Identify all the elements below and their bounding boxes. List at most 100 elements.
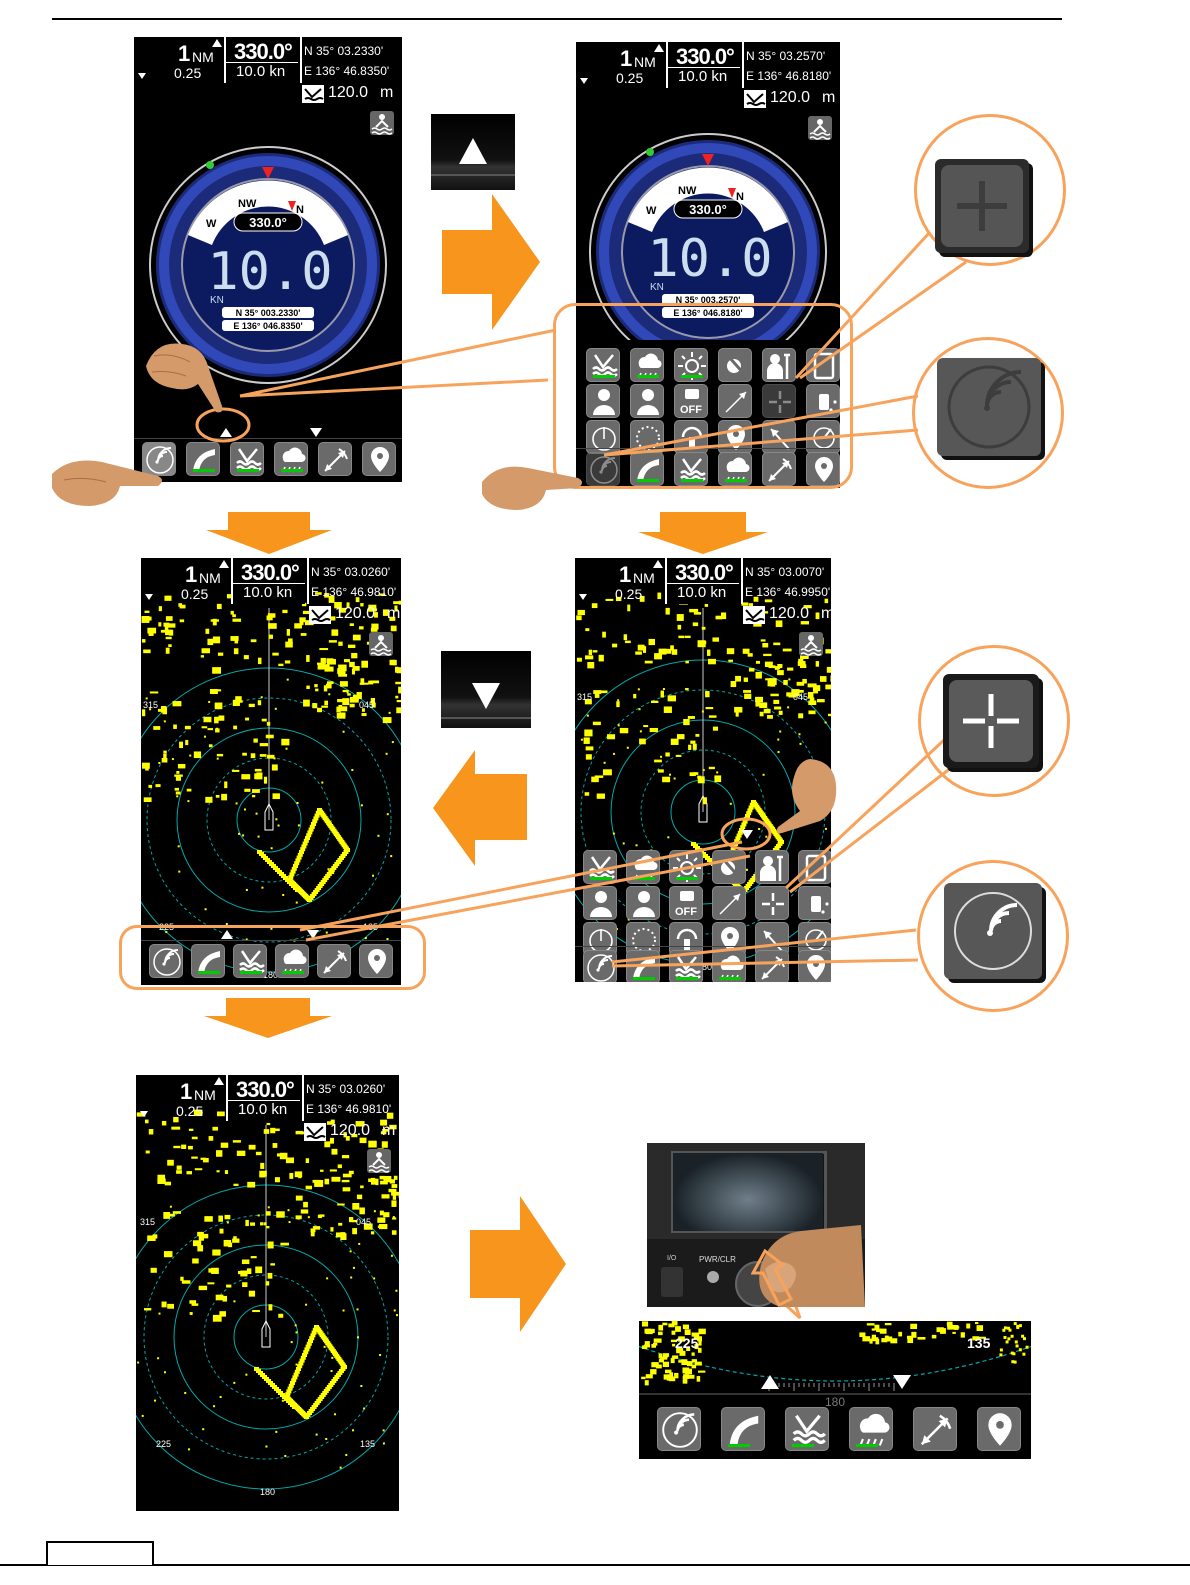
range-up-icon[interactable] — [654, 44, 664, 52]
brightness-button[interactable] — [669, 850, 703, 884]
rain-clutter-icon — [859, 1413, 890, 1446]
level-bar — [719, 977, 741, 980]
menu-down-icon[interactable] — [580, 78, 588, 84]
ebl-vrm-button[interactable] — [913, 1407, 957, 1451]
level-bar — [633, 877, 655, 880]
cross-button[interactable] — [755, 886, 789, 920]
night-button[interactable] — [712, 850, 746, 884]
ebl-vrm-button[interactable] — [762, 452, 796, 486]
ebl-vrm-button[interactable] — [755, 950, 789, 982]
settings-icon — [767, 353, 790, 379]
latitude: N 35° 03.2330' — [304, 44, 384, 58]
depth-unit: m — [387, 605, 401, 622]
sea-clutter-button[interactable] — [583, 850, 617, 884]
cursor-button[interactable] — [712, 886, 746, 920]
mob-button[interactable] — [799, 632, 823, 656]
radar-mode-button[interactable] — [657, 1407, 701, 1451]
trail-button[interactable] — [626, 950, 660, 982]
range-up-icon[interactable] — [212, 39, 222, 47]
man-overboard-icon — [368, 1152, 390, 1173]
rain-clutter-button[interactable] — [275, 944, 309, 978]
trail-button[interactable] — [721, 1407, 765, 1451]
depth-icon — [744, 90, 766, 108]
radar-mode-button[interactable] — [142, 442, 176, 476]
compass-direction-label: N — [736, 191, 744, 203]
mob-button[interactable] — [369, 632, 393, 656]
settings-button[interactable] — [755, 850, 789, 884]
tablet-button[interactable] — [798, 850, 831, 884]
night-button[interactable] — [718, 348, 752, 382]
range-up-icon[interactable] — [219, 560, 229, 568]
sea-clutter-button[interactable] — [586, 348, 620, 382]
bearing-label-180: 180 — [263, 970, 278, 980]
zoom-circle-cross-active — [918, 645, 1070, 797]
sea-clutter-button[interactable] — [230, 442, 264, 476]
mob-button[interactable] — [370, 111, 394, 135]
range-up-icon[interactable] — [653, 560, 663, 568]
brightness-button[interactable] — [674, 348, 708, 382]
sea-clutter-button[interactable] — [674, 452, 708, 486]
rain-clutter-button[interactable] — [274, 442, 308, 476]
bearing-label-045: 045 — [793, 692, 808, 702]
down-arrow-card — [441, 651, 531, 728]
trail-icon — [729, 1415, 759, 1445]
gain-off-button[interactable]: OFF — [669, 886, 703, 920]
man-overboard-icon — [800, 635, 822, 656]
trail-button[interactable] — [630, 452, 664, 486]
latitude: N 35° 03.0070' — [745, 565, 825, 579]
power-key — [661, 1267, 683, 1297]
target-icon — [811, 896, 829, 914]
bar-down-icon[interactable] — [310, 428, 322, 437]
menu-down-icon[interactable] — [145, 594, 153, 600]
rain-clutter-button[interactable] — [712, 950, 746, 982]
rain-clutter-button[interactable] — [630, 348, 664, 382]
sea-clutter-button[interactable] — [233, 944, 267, 978]
mark-button[interactable] — [359, 944, 393, 978]
mob-button[interactable] — [808, 116, 832, 140]
radar-mode-button[interactable] — [149, 944, 183, 978]
rain-clutter-button[interactable] — [626, 850, 660, 884]
bearing-label-135: 135 — [360, 1439, 375, 1449]
sea-clutter-button[interactable] — [785, 1407, 829, 1451]
bar-down-icon[interactable] — [741, 830, 753, 839]
mob-button[interactable] — [367, 1149, 391, 1173]
target-button[interactable] — [798, 886, 831, 920]
bar-up-icon[interactable] — [220, 428, 232, 437]
menu-down-icon[interactable] — [140, 1111, 148, 1117]
longitude: E 136° 46.9950' — [745, 585, 831, 599]
radar-mode-button[interactable] — [583, 950, 617, 982]
range-unit: NM — [192, 49, 214, 65]
user1-button[interactable]: 1 — [583, 886, 617, 920]
ebl-vrm-button[interactable] — [318, 442, 352, 476]
radar-mode-icon — [590, 456, 618, 484]
mark-button[interactable] — [362, 442, 396, 476]
menu-down-icon[interactable] — [579, 594, 587, 600]
trail-button[interactable] — [191, 944, 225, 978]
radar-mode-button[interactable] — [586, 452, 620, 486]
speed-value: 10.0 kn — [238, 1101, 288, 1118]
strip-up-arrow-icon[interactable] — [761, 1375, 779, 1391]
zoom-circle-radar-dim — [912, 337, 1064, 489]
sea-clutter-button[interactable] — [669, 950, 703, 982]
range-up-icon[interactable] — [214, 1077, 224, 1085]
mark-button[interactable] — [798, 950, 831, 982]
settings-button[interactable] — [762, 348, 796, 382]
rain-clutter-button[interactable] — [849, 1407, 893, 1451]
strip-down-arrow-icon[interactable] — [893, 1375, 911, 1391]
menu-down-icon[interactable] — [138, 73, 146, 79]
orange-arrow-down-2 — [638, 512, 768, 554]
bar-up-icon[interactable] — [221, 930, 233, 939]
trail-button[interactable] — [186, 442, 220, 476]
user2-button[interactable]: 2 — [626, 886, 660, 920]
mark-button[interactable] — [977, 1407, 1021, 1451]
ebl-vrm-button[interactable] — [317, 944, 351, 978]
divider — [231, 558, 233, 604]
